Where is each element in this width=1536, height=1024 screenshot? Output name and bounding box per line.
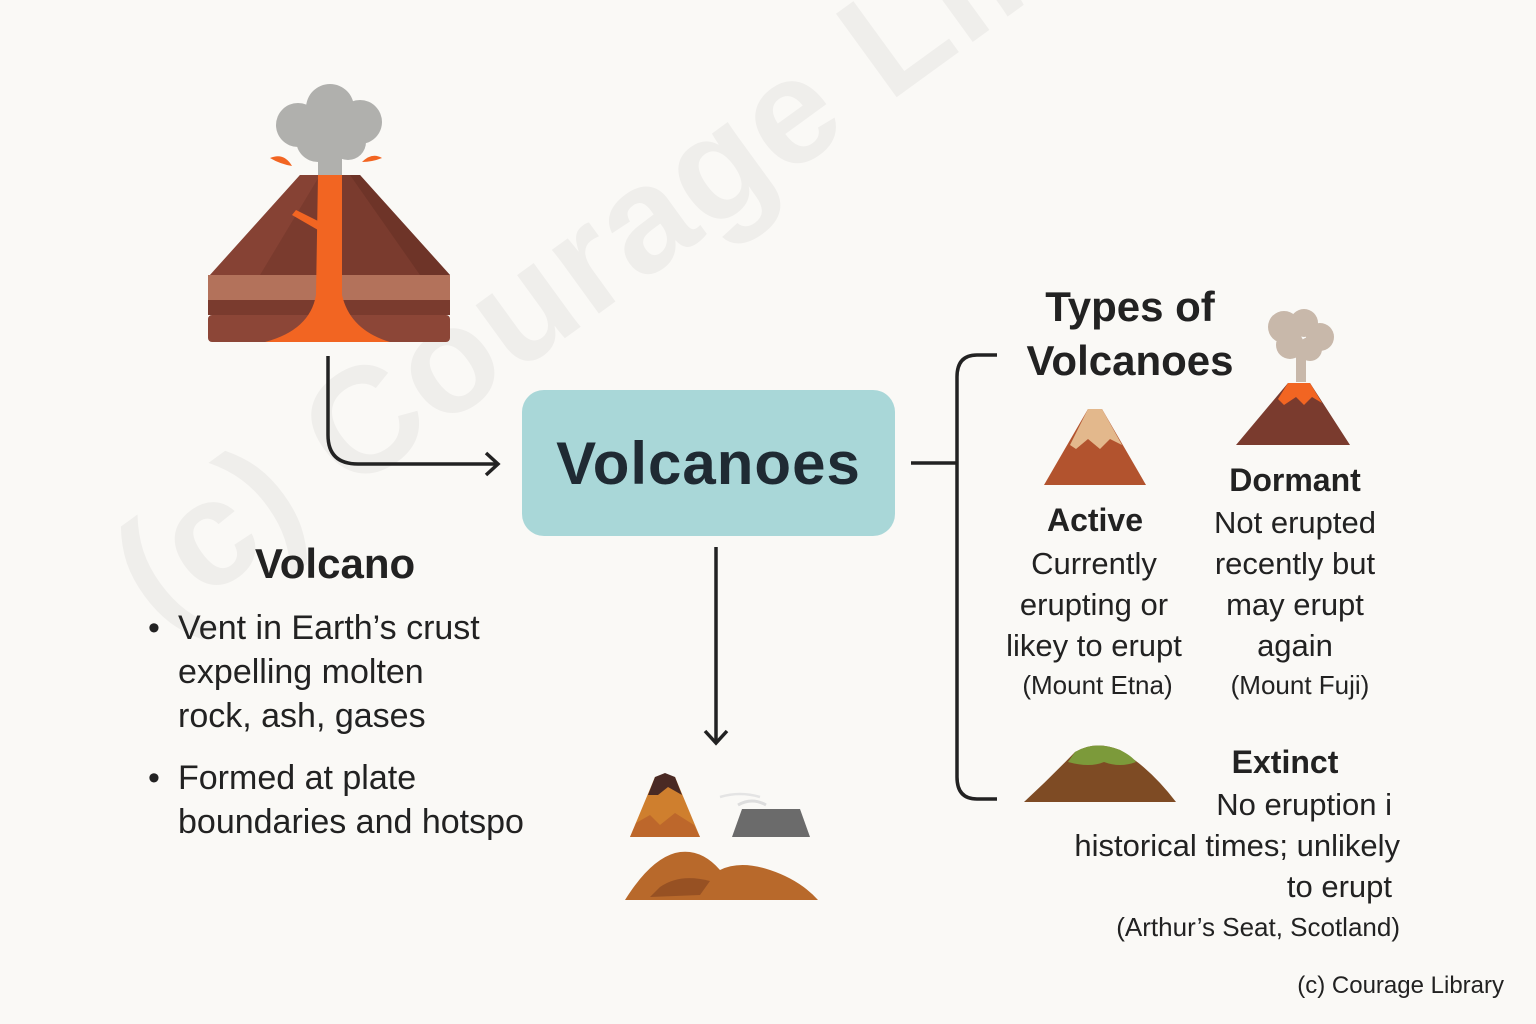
bullet-line: Formed at plate (178, 759, 417, 797)
types-title-line: Volcanoes (1026, 337, 1234, 384)
extinct-type-description: No eruption i historical times; unlikely… (1040, 784, 1400, 907)
bullet-line: Vent in Earth’s crust (178, 609, 480, 647)
desc-line: likey to erupt (1006, 628, 1182, 663)
extinct-type-name: Extinct (1231, 744, 1339, 780)
volcano-heading: Volcano (254, 540, 416, 587)
desc-line: Currently (1031, 546, 1157, 581)
bullet-line: boundaries and hotspo (178, 803, 524, 841)
bullet-line: rock, ash, gases (178, 697, 426, 735)
central-topic-label: Volcanoes (556, 429, 861, 497)
desc-line: erupting or (1019, 587, 1169, 622)
desc-line: Not erupted (1214, 505, 1376, 540)
central-topic-box: Volcanoes (522, 390, 895, 536)
types-title-line: Types of (1045, 283, 1215, 330)
bullet-line: expelling molten (178, 653, 424, 691)
extinct-type-example: (Arthur’s Seat, Scotland) (1116, 912, 1400, 942)
bullet-dot-icon: • (148, 609, 160, 647)
dormant-type-description: Not erupted recently but may erupt again (1196, 502, 1394, 666)
active-type-description: Currently erupting or likey to erupt (980, 543, 1208, 666)
extinct-volcano-icon (1024, 745, 1176, 802)
connector-arrow-down (703, 547, 729, 746)
credit-label: (c) Courage Library (1297, 972, 1504, 999)
desc-line: recently but (1214, 546, 1376, 581)
types-bracket-connector (911, 353, 997, 801)
desc-line: again (1257, 628, 1333, 663)
bullet-dot-icon: • (148, 759, 160, 797)
desc-line: historical times; unlikely (1074, 828, 1400, 863)
desc-line: to erupt (1286, 869, 1392, 904)
dormant-type-name: Dormant (1229, 462, 1361, 498)
connector-arrow-right (326, 356, 501, 477)
landforms-cluster-icon (625, 773, 818, 900)
erupting-volcano-icon (208, 84, 450, 342)
desc-line: may erupt (1226, 587, 1364, 622)
active-volcano-icon (1044, 409, 1146, 485)
dormant-type-example: (Mount Fuji) (1230, 670, 1370, 700)
active-type-example: (Mount Etna) (1022, 670, 1173, 700)
desc-line: No eruption i (1216, 787, 1392, 822)
types-title: Types of Volcanoes (1010, 280, 1250, 388)
active-type-name: Active (1046, 502, 1144, 538)
dormant-volcano-icon (1236, 309, 1350, 445)
